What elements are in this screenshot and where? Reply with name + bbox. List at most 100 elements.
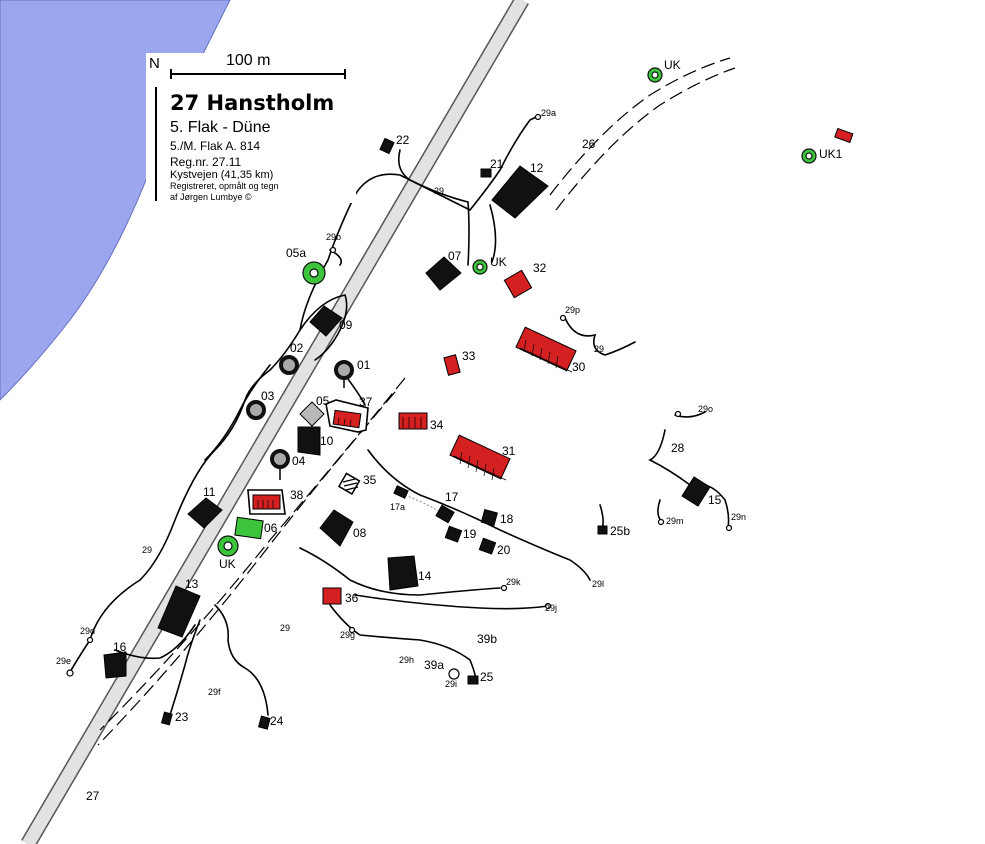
red-30 [515, 326, 577, 372]
label-10: 10 [320, 434, 334, 448]
label-27: 27 [86, 789, 100, 803]
label-29n: 29n [731, 512, 746, 522]
label-23: 23 [175, 710, 189, 724]
label-29i: 29i [445, 679, 457, 689]
credit-line-1: Registreret, opmålt og tegn [170, 181, 279, 191]
ring-uk1 [801, 148, 817, 164]
ring-uk-top [647, 67, 663, 83]
label-16: 16 [113, 640, 127, 654]
bunker-22 [379, 137, 395, 155]
label-05: 05 [316, 394, 330, 408]
emplacement-04 [270, 449, 290, 469]
ring-uk-07 [472, 259, 488, 275]
bunker-20 [478, 537, 497, 555]
label-20: 20 [497, 543, 511, 557]
bunker-19 [444, 525, 463, 543]
label-36: 36 [345, 591, 359, 605]
bunker-23 [160, 711, 173, 726]
label-39b: 39b [477, 632, 497, 646]
main-road [21, 0, 529, 844]
label-03: 03 [261, 389, 275, 403]
north-arrow-label: N [149, 55, 160, 72]
label-29l: 29l [592, 579, 604, 589]
scale-bar [170, 69, 346, 79]
emplacement-stems [279, 379, 345, 480]
unit-label: 5./M. Flak A. 814 [170, 139, 261, 153]
bunker-09 [309, 305, 343, 337]
label-33: 33 [462, 349, 476, 363]
dashed-tracks [97, 57, 736, 746]
label-26: 26 [582, 137, 596, 151]
bunker-17a [393, 485, 409, 499]
map-title: 27 Hanstholm [170, 91, 335, 115]
label-29-mid: 29 [280, 623, 290, 633]
red-uk1 [834, 127, 854, 144]
label-17: 17 [445, 490, 459, 504]
label-22: 22 [396, 133, 410, 147]
bunker-18 [480, 509, 498, 527]
bunker-07 [425, 256, 462, 291]
label-29a: 29a [541, 108, 556, 118]
red-31 [449, 434, 511, 480]
red-33 [443, 354, 461, 376]
label-09: 09 [339, 318, 353, 332]
label-21: 21 [490, 157, 504, 171]
red-38 [252, 494, 281, 510]
red-32 [503, 269, 533, 299]
label-29h: 29h [399, 655, 414, 665]
label-35: 35 [363, 473, 377, 487]
reg-number: Reg.nr. 27.11 [170, 155, 242, 169]
label-34: 34 [430, 418, 444, 432]
label-17a: 17a [390, 502, 405, 512]
ring-05a [302, 261, 326, 285]
label-25: 25 [480, 670, 494, 684]
label-04: 04 [292, 454, 306, 468]
label-29g: 29g [340, 630, 355, 640]
red-36 [322, 587, 342, 605]
label-13: 13 [185, 577, 199, 591]
road-reference: Kystvejen (41,35 km) [170, 169, 274, 181]
red-34 [398, 412, 428, 430]
label-05a: 05a [286, 246, 306, 260]
label-uk-top: UK [664, 58, 681, 72]
map-subtitle: 5. Flak - Düne [170, 119, 271, 136]
label-29k: 29k [506, 577, 521, 587]
grey-structure-05 [299, 401, 325, 427]
label-29o: 29o [698, 404, 713, 414]
bunker-17 [435, 504, 455, 524]
emplacement-03 [246, 400, 266, 420]
label-uk-07: UK [490, 255, 507, 269]
bunker-14 [387, 555, 419, 591]
label-32: 32 [533, 261, 547, 275]
label-29-top: 29 [434, 186, 444, 196]
bunker-10 [297, 426, 321, 456]
label-18: 18 [500, 512, 514, 526]
green-rings [217, 67, 817, 557]
ring-uk-bottom [217, 535, 239, 557]
red-37 [332, 409, 362, 429]
bunker-25b [597, 525, 608, 535]
emplacement-01 [334, 360, 354, 380]
label-19: 19 [463, 527, 477, 541]
label-30: 30 [572, 360, 586, 374]
green-structure-06 [234, 516, 264, 540]
red-hatching [257, 339, 573, 508]
label-02: 02 [290, 341, 304, 355]
emplacement-02 [279, 355, 299, 375]
bunker-25 [467, 675, 479, 685]
bunker-08 [319, 509, 354, 547]
bunker-21 [480, 168, 492, 178]
label-31: 31 [502, 444, 516, 458]
bunker-16 [103, 651, 127, 679]
label-37: 37 [359, 395, 373, 409]
label-29p: 29p [565, 305, 580, 315]
bunker-12 [491, 165, 549, 219]
label-06: 06 [264, 521, 278, 535]
label-24: 24 [270, 714, 284, 728]
credit-line-2: af Jørgen Lumbye © [170, 192, 252, 202]
label-12: 12 [530, 161, 544, 175]
label-14: 14 [418, 569, 432, 583]
bunker-13 [157, 585, 201, 638]
bunker-24 [257, 715, 271, 730]
map-legend: N 100 m 27 Hanstholm 5. Flak - Düne 5./M… [146, 52, 356, 203]
